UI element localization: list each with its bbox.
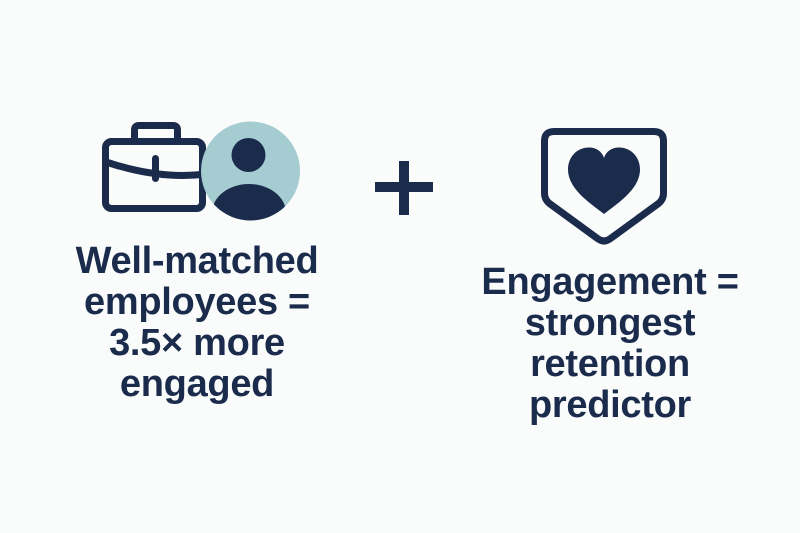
plus-icon (375, 161, 433, 215)
briefcase-person-icon (102, 116, 302, 224)
right-caption-line-4: predictor (529, 384, 691, 426)
left-caption-line-2: employees = (84, 281, 310, 323)
right-caption: Engagement = strongest retention predict… (450, 262, 770, 426)
left-caption-line-1: Well-matched (75, 240, 319, 282)
right-caption-line-1: Engagement = (481, 261, 739, 303)
left-caption-line-3: 3.5× more (109, 322, 285, 364)
right-caption-line-2: strongest (524, 302, 696, 344)
left-caption: Well-matched employees = 3.5× more engag… (37, 241, 357, 405)
left-caption-line-4: engaged (119, 363, 275, 405)
shield-heart-icon (537, 124, 671, 250)
right-caption-line-3: retention (530, 343, 690, 385)
